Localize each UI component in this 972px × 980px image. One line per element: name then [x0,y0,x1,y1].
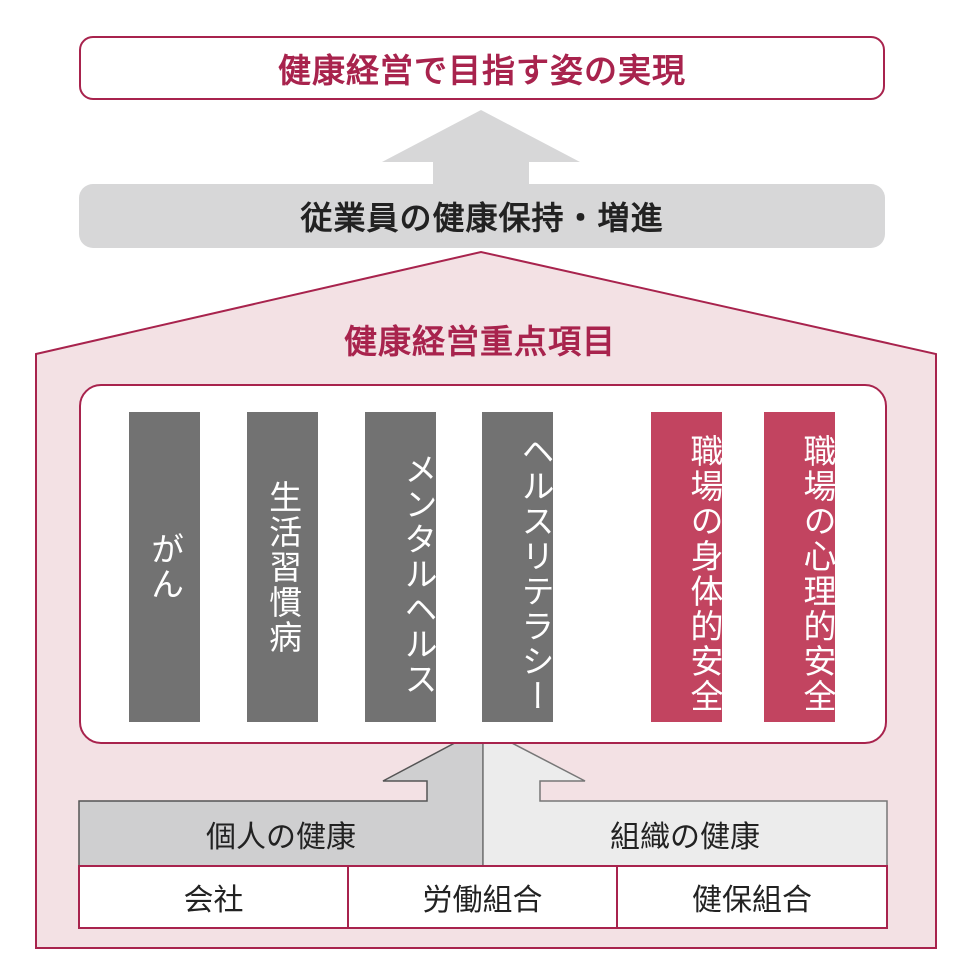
org-company: 会社 [79,866,348,928]
focus-items-title: 健康経営重点項目 [180,314,780,364]
org-labor-union: 労働組合 [348,866,617,928]
pillar-lifestyle-disease: 生活習慣病 [247,412,318,722]
focus-items-title-text: 健康経営重点項目 [344,322,616,361]
organization-health-text: 組織の健康 [610,819,760,855]
goal-box: 健康経営で目指す姿の実現 [79,36,885,100]
up-arrow-to-goal [382,110,580,186]
org-company-text: 会社 [183,883,244,918]
pillar-physical-safety-label: 職場の身体的安全 [685,434,724,714]
pillar-psychological-safety: 職場の心理的安全 [764,412,837,722]
pillar-cancer: がん [129,412,200,722]
organization-row-box [78,865,888,929]
org-health-insurance-union: 健保組合 [617,866,887,928]
health-maintenance-text: 従業員の健康保持・増進 [300,199,664,237]
org-labor-union-text: 労働組合 [422,883,543,918]
pillar-health-literacy-label: ヘルスリテラシー [516,434,555,714]
goal-text: 健康経営で目指す姿の実現 [278,51,686,90]
individual-health-text: 個人の健康 [206,819,356,855]
pillar-mental-health-label: メンタルヘルス [399,451,438,697]
pillar-psychological-safety-label: 職場の心理的安全 [798,434,837,714]
pillar-health-literacy: ヘルスリテラシー [482,412,555,722]
organization-health-label: 組織の健康 [483,801,887,866]
pillar-cancer-label: がん [145,532,185,602]
pillar-lifestyle-disease-label: 生活習慣病 [263,479,303,655]
health-maintenance-box: 従業員の健康保持・増進 [79,184,885,248]
pillar-mental-health: メンタルヘルス [365,412,438,722]
individual-health-label: 個人の健康 [79,801,483,866]
pillar-physical-safety: 職場の身体的安全 [651,412,724,722]
org-health-insurance-union-text: 健保組合 [692,883,812,918]
